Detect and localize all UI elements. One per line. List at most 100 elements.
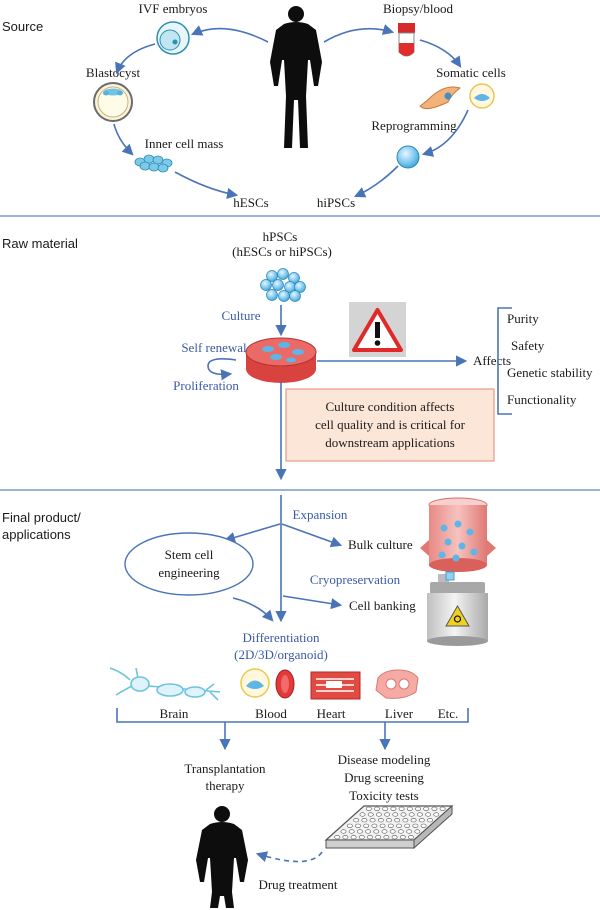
plate-well: [404, 823, 411, 828]
tissue-bracket: [116, 708, 469, 723]
plate-well: [373, 829, 380, 834]
plate-well: [356, 829, 363, 834]
bioreactor-icon: [420, 497, 496, 572]
tissue-brain: Brain: [160, 706, 189, 721]
label-expansion: Expansion: [293, 507, 348, 522]
app-disease-modeling: Disease modeling: [338, 752, 431, 767]
plate-well: [374, 806, 380, 811]
blood-tube-icon: [398, 23, 415, 57]
label-blastocyst: Blastocyst: [86, 65, 141, 80]
tissue-blood: Blood: [255, 706, 287, 721]
label-reprogramming: Reprogramming: [371, 118, 457, 133]
app-drug-screening: Drug screening: [344, 770, 424, 785]
note-line-1: Culture condition affects: [325, 399, 454, 414]
arrow-engineering-to-differentiation: [232, 597, 274, 622]
neuron-icon: [109, 667, 221, 701]
section-label-source: Source: [2, 19, 43, 34]
plate-well: [346, 823, 353, 828]
label-self-renewal: Self renewal: [181, 340, 247, 355]
plate-well: [414, 829, 421, 834]
plate-well: [398, 806, 405, 811]
plate-well: [363, 823, 370, 828]
plate-well: [431, 806, 438, 811]
plate-well: [391, 835, 398, 840]
heart-tissue-icon: [310, 671, 361, 700]
label-hpscs-sub: (hESCs or hiPSCs): [232, 244, 332, 259]
tissue-heart: Heart: [317, 706, 346, 721]
plate-well: [342, 835, 349, 840]
plate-well: [416, 812, 423, 817]
plate-well: [400, 812, 407, 817]
label-differentiation: Differentiation: [242, 630, 320, 645]
tissue-liver: Liver: [385, 706, 414, 721]
stem-cell-engineering-node: [124, 532, 254, 596]
plate-well: [392, 812, 399, 817]
plate-well: [365, 829, 371, 834]
plate-well: [406, 806, 413, 811]
label-cell-banking: Cell banking: [349, 598, 416, 613]
plate-well: [415, 806, 421, 811]
plate-well: [350, 835, 357, 840]
arrow-drug-treatment: [255, 851, 323, 863]
plate-well: [365, 806, 372, 811]
plate-well: [379, 823, 386, 828]
tissue-etc: Etc.: [438, 706, 459, 721]
plate-well: [399, 835, 406, 840]
plate-well: [375, 835, 382, 840]
attributes-bracket: [497, 307, 512, 415]
plate-well: [340, 829, 347, 834]
arrow-to-engineering: [223, 523, 281, 543]
plate-well: [427, 818, 433, 823]
section-label-final-1: Final product/: [2, 510, 81, 525]
plate-well: [386, 818, 392, 823]
label-hescs: hESCs: [233, 195, 268, 210]
label-therapy: therapy: [206, 778, 245, 793]
somatic-cells-icon: [419, 83, 495, 110]
plate-well: [361, 818, 368, 823]
label-bulk-culture: Bulk culture: [348, 537, 413, 552]
plate-well: [412, 823, 419, 828]
plate-well: [358, 835, 365, 840]
plate-well: [334, 835, 341, 840]
label-differentiation-sub: (2D/3D/organoid): [234, 647, 328, 662]
liver-cell-icon: [375, 669, 419, 699]
plate-well: [390, 806, 397, 811]
plate-well: [402, 818, 409, 823]
plate-well: [371, 823, 378, 828]
label-transplantation: Transplantation: [184, 761, 266, 776]
plate-well: [359, 812, 366, 817]
culture-dish-icon: [245, 337, 317, 383]
plate-well: [433, 812, 440, 817]
plate-well: [397, 829, 404, 834]
plate-well: [394, 818, 401, 823]
attribute-purity: Purity: [507, 311, 539, 326]
label-hipscs: hiPSCs: [317, 195, 355, 210]
source-arrows: [113, 24, 469, 199]
label-ivf-embryos: IVF embryos: [139, 1, 208, 16]
plate-well: [425, 812, 431, 817]
plate-well: [418, 818, 425, 823]
plate-well: [384, 812, 390, 817]
plate-well: [408, 812, 415, 817]
plate-well: [369, 818, 376, 823]
plate-well: [353, 818, 360, 823]
plate-well: [367, 835, 373, 840]
plate-well: [348, 829, 355, 834]
ipsc-cell-icon: [396, 145, 420, 169]
label-cryopreservation: Cryopreservation: [310, 572, 401, 587]
plate-well: [420, 823, 427, 828]
plate-well: [408, 835, 414, 840]
section-label-final-2: applications: [2, 527, 71, 542]
plate-well: [406, 829, 412, 834]
human-silhouette-icon: [196, 806, 248, 908]
section-label-raw-material: Raw material: [2, 236, 78, 251]
plate-well: [387, 823, 394, 828]
embryo-icon: [156, 21, 190, 55]
plate-well: [382, 806, 389, 811]
arrow-to-cell-banking: [282, 595, 343, 610]
plate-well: [439, 806, 446, 811]
label-proliferation: Proliferation: [173, 378, 239, 393]
plate-well: [383, 835, 390, 840]
